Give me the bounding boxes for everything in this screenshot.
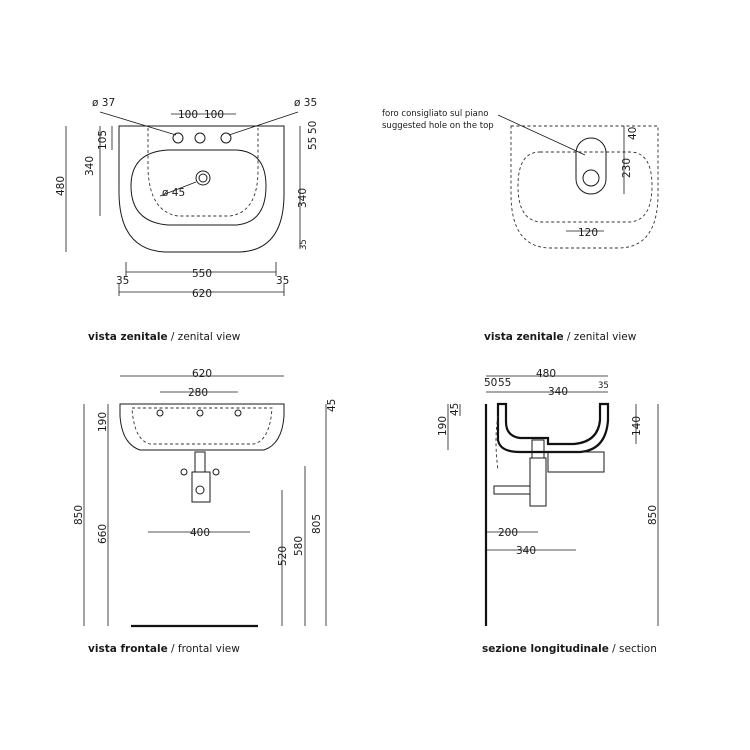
top-right-zenital-view: foro consigliato sul piano suggested hol… xyxy=(382,109,659,249)
hole-slot xyxy=(575,137,607,195)
frontal-view: 620 280 45 805 850 190 660 400 520 580 xyxy=(73,368,338,628)
dim-35b: 35 xyxy=(276,275,289,287)
label-section: sezione longitudinale / section xyxy=(482,643,657,655)
drain-inner xyxy=(198,173,208,183)
tap-hole-right xyxy=(220,132,232,144)
dim-580: 580 xyxy=(293,536,305,556)
dim-520: 520 xyxy=(277,546,289,566)
dim-d37: ø 37 xyxy=(92,97,115,109)
bowl-outline xyxy=(130,149,267,226)
dim-100a: 100 xyxy=(178,109,198,121)
front-hole-center xyxy=(196,409,204,417)
label-frontal: vista frontale / frontal view xyxy=(88,643,240,655)
dashed-bowl xyxy=(517,151,653,223)
dim-35a: 35 xyxy=(116,275,129,287)
dim-190-sec: 190 xyxy=(437,416,449,436)
leader-35 xyxy=(228,111,299,136)
dim-45: 45 xyxy=(326,399,338,412)
dim-140-sec: 140 xyxy=(631,416,643,436)
front-bowl xyxy=(131,407,273,445)
dim-35-sec: 35 xyxy=(598,381,609,391)
dim-340-right: 340 xyxy=(297,188,309,208)
section-basin xyxy=(496,402,610,454)
dim-805: 805 xyxy=(311,514,323,534)
dim-660: 660 xyxy=(97,524,109,544)
top-left-zenital-view: ø 37 100 100 ø 35 480 340 105 55 50 340 … xyxy=(55,97,319,300)
dim-480-sec: 480 xyxy=(536,368,556,380)
dim-200-sec: 200 xyxy=(498,527,518,539)
leader-37 xyxy=(99,111,177,136)
dim-230: 230 xyxy=(621,158,633,178)
dim-480: 480 xyxy=(55,176,67,196)
siphon-cap xyxy=(195,485,205,495)
siphon-body xyxy=(191,471,211,503)
dim-55: 55 xyxy=(307,137,319,150)
section-view: 480 50 55 340 35 190 45 140 850 200 340 xyxy=(437,368,659,626)
dim-850-sec: 850 xyxy=(647,505,659,525)
dim-620: 620 xyxy=(192,288,212,300)
label-zenital-left: vista zenitale / zenital view xyxy=(88,331,241,343)
dim-55-sec: 55 xyxy=(498,377,511,389)
dim-d45: ø 45 xyxy=(162,187,185,199)
section-drain xyxy=(531,439,545,459)
note-leader xyxy=(497,114,586,156)
section-shelf xyxy=(547,451,605,473)
dim-50-sec: 50 xyxy=(484,377,497,389)
dim-190: 190 xyxy=(97,412,109,432)
dim-620-front: 620 xyxy=(192,368,212,380)
section-siphon xyxy=(529,457,547,507)
fix-left xyxy=(180,468,188,476)
dim-50: 50 xyxy=(307,121,319,134)
dim-105: 105 xyxy=(97,130,109,150)
front-hole-right xyxy=(234,409,242,417)
dim-550: 550 xyxy=(192,268,212,280)
label-zenital-right: vista zenitale / zenital view xyxy=(484,331,637,343)
dim-35-right: 35 xyxy=(299,239,309,250)
dim-850: 850 xyxy=(73,505,85,525)
dim-d35: ø 35 xyxy=(294,97,317,109)
drain-outer xyxy=(195,170,211,186)
dim-120: 120 xyxy=(578,227,598,239)
fix-right xyxy=(212,468,220,476)
dashed-basin xyxy=(510,125,659,249)
front-hole-left xyxy=(156,409,164,417)
dim-280: 280 xyxy=(188,387,208,399)
leader-45 xyxy=(159,181,197,197)
dim-340-left: 340 xyxy=(84,156,96,176)
tap-hole-center xyxy=(194,132,206,144)
dim-340b-sec: 340 xyxy=(516,545,536,557)
dim-400: 400 xyxy=(190,527,210,539)
note-en: suggested hole on the top xyxy=(382,121,494,131)
dim-40: 40 xyxy=(627,127,639,140)
hole-circle xyxy=(582,169,600,187)
siphon-pipe xyxy=(194,451,206,473)
note-it: foro consigliato sul piano xyxy=(382,109,488,119)
basin-outline xyxy=(118,125,285,253)
section-waste xyxy=(493,485,530,495)
dim-45-sec: 45 xyxy=(449,403,461,416)
dashed-inner xyxy=(147,128,259,217)
dim-340-sec: 340 xyxy=(548,386,568,398)
front-basin xyxy=(119,403,285,451)
tap-hole-left xyxy=(172,132,184,144)
dim-100b: 100 xyxy=(204,109,224,121)
